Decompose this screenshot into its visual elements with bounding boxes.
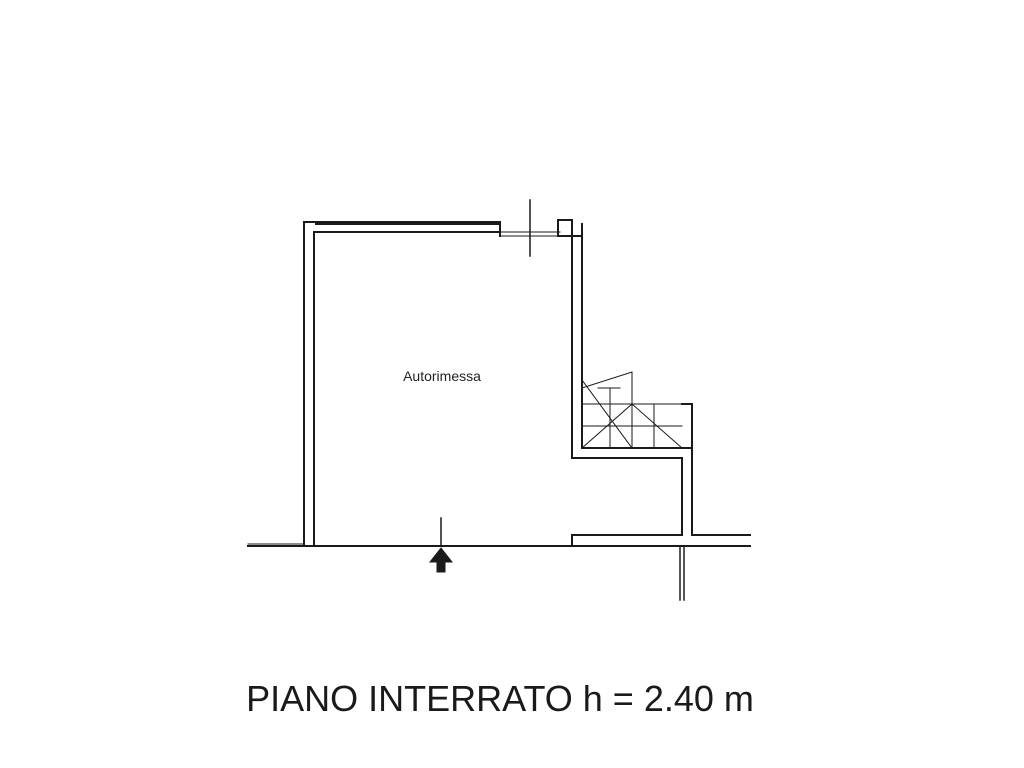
right-wall — [571, 223, 583, 459]
up-arrow-icon — [428, 547, 454, 573]
stair-niche-wall — [571, 447, 693, 459]
stair-icon — [581, 371, 683, 449]
top-wall — [303, 221, 501, 237]
left-wall — [303, 221, 315, 547]
stair-niche-right-wall — [681, 403, 693, 536]
room-label: Autorimessa — [403, 368, 481, 384]
bottom-boundary — [247, 534, 751, 547]
floor-caption: PIANO INTERRATO h = 2.40 m — [246, 678, 754, 719]
wall-pillar — [557, 219, 573, 237]
window-opening — [499, 199, 561, 257]
lower-boundary-line — [679, 545, 685, 601]
